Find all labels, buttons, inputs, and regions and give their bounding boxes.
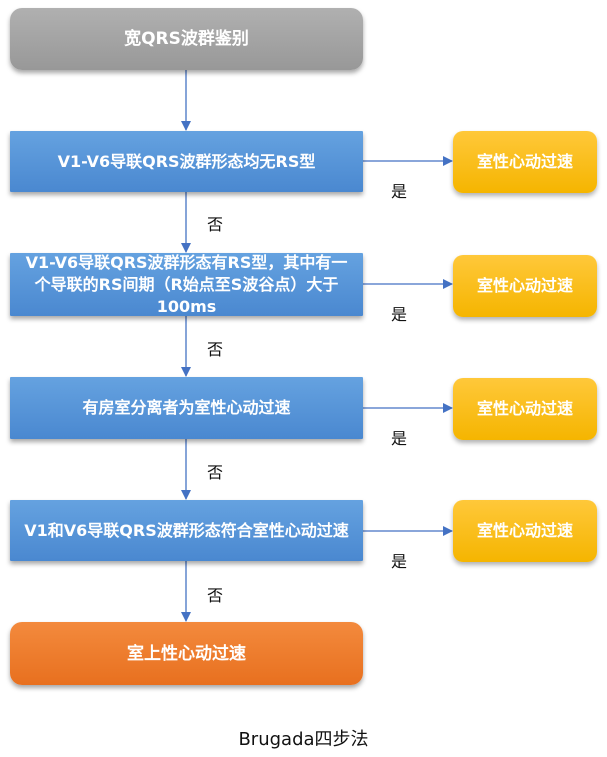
vt-result-4: 室性心动过速 [453, 500, 597, 562]
vt-result-3: 室性心动过速 [453, 378, 597, 440]
vt-result-1-text: 室性心动过速 [476, 152, 573, 171]
no-label-4: 否 [207, 586, 224, 605]
step-3-node: 有房室分离者为室性心动过速 [10, 377, 363, 439]
step-2-node: V1-V6导联QRS波群形态有RS型，其中有一个导联的RS间期（R始点至S波谷点… [10, 253, 363, 316]
step-4-node: V1和V6导联QRS波群形态符合室性心动过速 [10, 500, 363, 561]
figure-caption: Brugada四步法 [238, 729, 369, 750]
vt-result-3-text: 室性心动过速 [476, 399, 573, 418]
step-4-text: V1和V6导联QRS波群形态符合室性心动过速 [24, 520, 349, 540]
start-node-text: 宽QRS波群鉴别 [124, 29, 249, 49]
vt-result-2: 室性心动过速 [453, 255, 597, 317]
vt-result-1: 室性心动过速 [453, 131, 597, 193]
svt-result-node: 室上性心动过速 [10, 622, 363, 685]
yes-label-1: 是 [391, 182, 408, 201]
step-1-node: V1-V6导联QRS波群形态均无RS型 [10, 131, 363, 192]
no-label-2: 否 [207, 340, 224, 359]
no-label-3: 否 [207, 463, 224, 482]
step-3-text: 有房室分离者为室性心动过速 [82, 398, 291, 417]
start-node: 宽QRS波群鉴别 [10, 8, 363, 70]
yes-label-4: 是 [391, 552, 408, 571]
vt-result-4-text: 室性心动过速 [476, 521, 573, 540]
no-label-1: 否 [207, 215, 224, 234]
vt-result-2-text: 室性心动过速 [476, 276, 573, 295]
step-1-text: V1-V6导联QRS波群形态均无RS型 [57, 151, 316, 171]
yes-label-3: 是 [391, 429, 408, 448]
svt-result-text: 室上性心动过速 [127, 643, 246, 664]
step-2-text: V1-V6导联QRS波群形态有RS型，其中有一个导联的RS间期（R始点至S波谷点… [25, 252, 348, 316]
yes-label-2: 是 [391, 305, 408, 324]
